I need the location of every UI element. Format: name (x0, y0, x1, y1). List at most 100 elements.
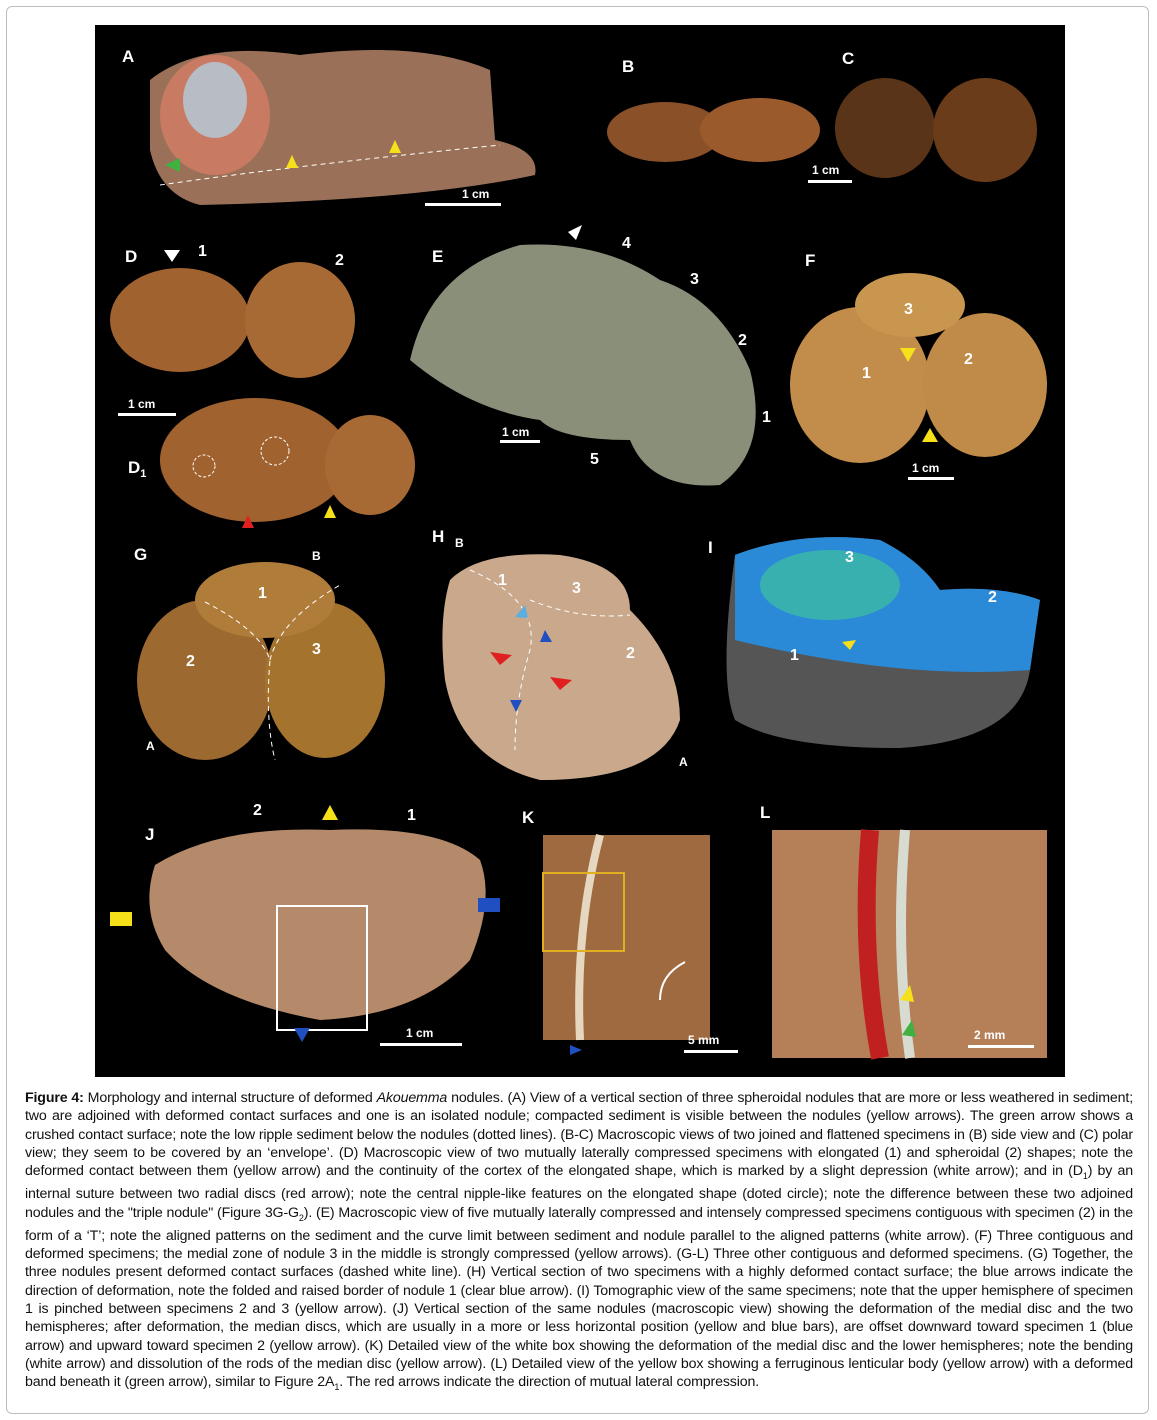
white-box (276, 905, 368, 1031)
panel-label-a: A (122, 47, 134, 66)
nodule-number: 1 (498, 572, 507, 589)
scale-label: 2 mm (974, 1028, 1005, 1042)
nodule-c1 (835, 78, 935, 178)
panel-label-d: D (125, 247, 137, 266)
panel-e-nodules (410, 244, 756, 486)
yellow-arrow-icon (900, 985, 914, 1002)
panel-label-g: G (134, 545, 147, 564)
scale-bar (380, 1043, 462, 1046)
red-arrow-icon (242, 515, 254, 528)
nodule-b1 (607, 102, 723, 162)
nodule-number: 2 (253, 802, 262, 819)
blue-arrow-icon (540, 630, 552, 642)
figure-caption: Figure 4: Morphology and internal struct… (25, 1089, 1133, 1396)
nodule-number: 3 (690, 271, 699, 288)
panel-k: K 5 mm (522, 808, 738, 1055)
green-arrow-icon (165, 158, 180, 172)
nodule-b2 (700, 98, 820, 162)
nodule-number: 5 (590, 451, 599, 468)
nodule-2 (923, 313, 1047, 457)
panel-d: D 1 2 1 cm D1 (110, 243, 415, 528)
blue-arrow-icon (510, 700, 522, 712)
nodule-number: 1 (762, 409, 771, 426)
scale-bar (908, 477, 954, 480)
yellow-arrow-icon (286, 155, 298, 168)
panel-label-j: J (145, 825, 154, 844)
medial-disc (575, 833, 604, 1041)
dashed-line (469, 569, 631, 751)
scale-bar (968, 1045, 1034, 1048)
nodule-number: 1 (198, 243, 207, 260)
nodule-3 (265, 602, 385, 758)
nodule-d1-1 (160, 398, 350, 522)
caption-text: ) by an internal suture between two radi… (25, 1163, 1133, 1221)
panel-h-section (442, 554, 680, 780)
nodule-1 (195, 562, 335, 638)
nodule-core (183, 62, 247, 138)
scale-bar (808, 180, 852, 183)
yellow-arrow-icon (922, 428, 938, 442)
scan-region (760, 550, 900, 620)
yellow-box (542, 872, 625, 952)
nodule-d1-2 (325, 415, 415, 515)
panel-e: E 4 3 2 1 5 1 cm (410, 225, 771, 486)
red-band (857, 829, 889, 1060)
panel-g: G 1 2 3 B A (134, 545, 385, 761)
scale-bar (684, 1050, 738, 1053)
panel-label-e: E (432, 247, 443, 266)
nodule-c2 (933, 78, 1037, 182)
nodule-number: 2 (738, 332, 747, 349)
yellow-bar (110, 912, 132, 926)
scale-bar (425, 203, 501, 206)
nodule-number: 3 (904, 301, 913, 318)
nodule-1 (110, 268, 250, 372)
scale-label: 1 cm (462, 187, 489, 201)
nodule-2 (137, 600, 273, 760)
white-arrow-icon (568, 225, 582, 240)
dashed-line (204, 584, 341, 761)
nodule-number: 3 (845, 549, 854, 566)
dotted-circle (260, 436, 290, 466)
nodule-number: 2 (335, 252, 344, 269)
white-arrow-icon (164, 250, 180, 262)
blue-bar (478, 898, 500, 912)
caption-text: Morphology and internal structure of def… (83, 1090, 377, 1106)
nodule-number: 1 (862, 365, 871, 382)
yellow-arrow-icon (324, 505, 336, 518)
nodule-3 (855, 273, 965, 337)
panel-f: F 3 2 1 1 cm (790, 251, 1047, 480)
white-arrow-icon (659, 961, 686, 1001)
panel-label-d1: D1 (128, 458, 146, 480)
clear-blue-arrow-icon (515, 605, 528, 618)
panel-j: J 2 1 1 cm (110, 802, 500, 1046)
nodule-2 (245, 262, 355, 378)
blue-arrow-icon (294, 1028, 310, 1042)
panel-j-section (149, 829, 486, 1020)
caption-lead: Figure 4: (25, 1090, 84, 1106)
nodule-number: 3 (312, 641, 321, 658)
yellow-arrow-icon (322, 805, 338, 820)
yellow-arrow-icon (389, 140, 401, 153)
panel-l: L 2 mm (760, 803, 1047, 1060)
scale-label: 1 cm (406, 1026, 433, 1040)
scale-label: 1 cm (812, 163, 839, 177)
nodule-number: 1 (790, 647, 799, 664)
nodule-number: 2 (964, 351, 973, 368)
red-arrow-icon (490, 652, 512, 665)
panel-label-h: H (432, 527, 444, 546)
axis-letter: B (312, 549, 321, 563)
nodule-number: 2 (626, 645, 635, 662)
panel-b-c: B C 1 cm (607, 49, 1037, 183)
panel-label-k: K (522, 808, 535, 827)
caption-genus: Akouemma (376, 1090, 448, 1106)
axis-letter: A (679, 755, 688, 769)
panel-label-f: F (805, 251, 815, 270)
dotted-circle (192, 454, 216, 478)
axis-letter: B (455, 536, 464, 550)
nodule-number: 2 (186, 653, 195, 670)
scale-label: 1 cm (912, 461, 939, 475)
caption-text: . The red arrows indicate the direction … (339, 1374, 760, 1391)
scale-label: 1 cm (502, 425, 529, 439)
panel-i: I 3 2 1 (708, 537, 1040, 748)
axis-letter: A (146, 739, 155, 753)
